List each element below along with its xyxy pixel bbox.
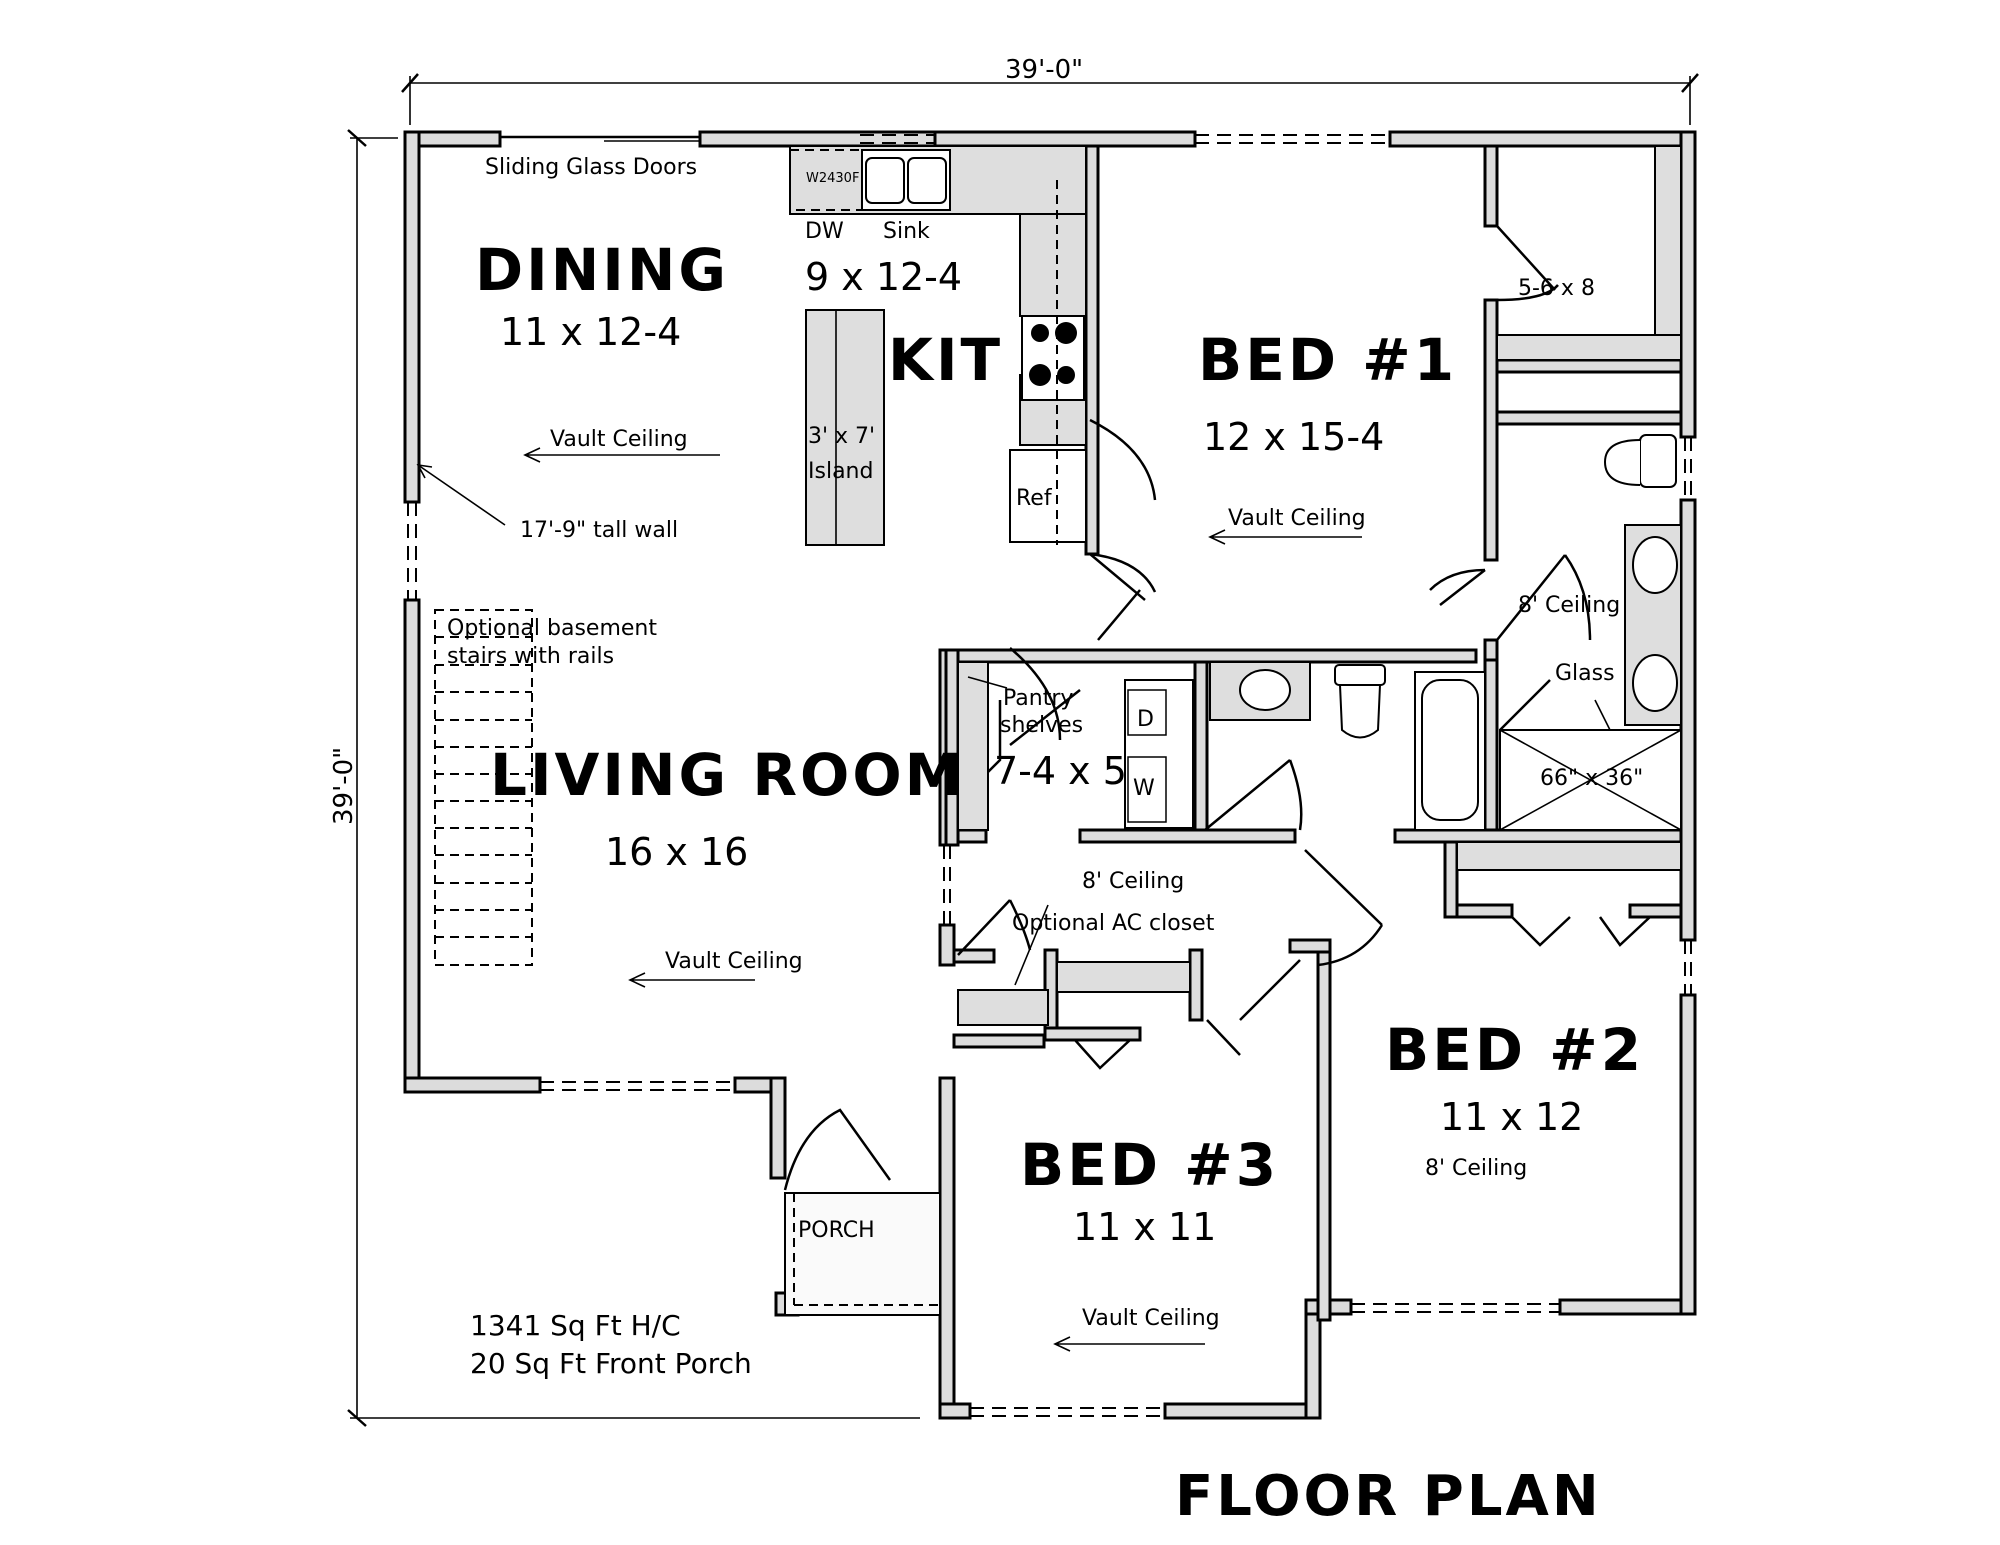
closet-shelves: [957, 145, 1682, 1026]
dimension-top: [401, 73, 1699, 125]
dimension-width: 39'-0": [1005, 55, 1083, 85]
bed3-ceiling: Vault Ceiling: [1082, 1306, 1220, 1331]
island-size: 3' x 7': [808, 424, 875, 449]
doors: [783, 225, 1651, 1191]
dining-ceiling: Vault Ceiling: [550, 427, 688, 452]
living-ceiling: Vault Ceiling: [665, 949, 803, 974]
heated-area: 1341 Sq Ft H/C: [470, 1309, 681, 1342]
tall-wall-note: 17'-9" tall wall: [520, 518, 678, 543]
cabinet-code: W2430F: [806, 171, 859, 186]
shower-size: 66" x 36": [1540, 766, 1643, 791]
master-bath-ceiling: 8' Ceiling: [1518, 593, 1620, 618]
hall-ceiling: 8' Ceiling: [1082, 869, 1184, 894]
basement-stairs: [434, 609, 533, 966]
porch-area: 20 Sq Ft Front Porch: [470, 1347, 752, 1380]
bed2-ceiling: 8' Ceiling: [1425, 1156, 1527, 1181]
ac-closet-note: Optional AC closet: [1012, 911, 1215, 936]
bed3-name: BED #3: [1020, 1131, 1279, 1199]
bed1-ceiling: Vault Ceiling: [1228, 506, 1366, 531]
living-name: LIVING ROOM: [490, 741, 965, 809]
porch-name: PORCH: [798, 1218, 875, 1243]
dining-size: 11 x 12-4: [500, 310, 681, 354]
stairs-note-1: Optional basement: [447, 616, 657, 641]
exterior-walls: [403, 130, 1697, 1420]
dimension-depth: 39'-0": [329, 747, 359, 825]
pantry-label: Pantry: [1003, 686, 1073, 711]
porch-slab: [784, 1192, 941, 1316]
glass-label: Glass: [1555, 661, 1615, 686]
plan-title: FLOOR PLAN: [1175, 1464, 1602, 1529]
stairs-note-2: stairs with rails: [447, 644, 614, 669]
dimension-left: [347, 129, 920, 1427]
bed2-name: BED #2: [1385, 1016, 1644, 1084]
sink-label: Sink: [883, 219, 930, 244]
closet-size: 5-6 x 8: [1518, 276, 1595, 301]
bed1-name: BED #1: [1198, 326, 1457, 394]
shelves-label: shelves: [1000, 713, 1083, 738]
ref-label: Ref: [1016, 486, 1053, 511]
bed2-size: 11 x 12: [1440, 1095, 1583, 1139]
kitchen-size: 9 x 12-4: [805, 255, 962, 299]
dining-name: DINING: [475, 236, 729, 304]
sliding-doors-note: Sliding Glass Doors: [485, 155, 697, 180]
bathroom-fixtures: [1124, 434, 1682, 831]
windows: [407, 134, 1692, 1417]
island-label: Island: [808, 459, 873, 484]
kitchen-fixtures: [789, 145, 1087, 546]
bed3-size: 11 x 11: [1073, 1205, 1216, 1249]
bed1-size: 12 x 15-4: [1203, 415, 1384, 459]
dryer-label: D: [1137, 707, 1154, 732]
washer-label: W: [1133, 776, 1155, 801]
dw-label: DW: [805, 219, 844, 244]
kitchen-name: KIT: [888, 326, 1003, 394]
living-size: 16 x 16: [605, 830, 748, 874]
laundry-size: 7-4 x 5: [994, 749, 1127, 793]
ceiling-arrows: [416, 447, 1611, 1352]
